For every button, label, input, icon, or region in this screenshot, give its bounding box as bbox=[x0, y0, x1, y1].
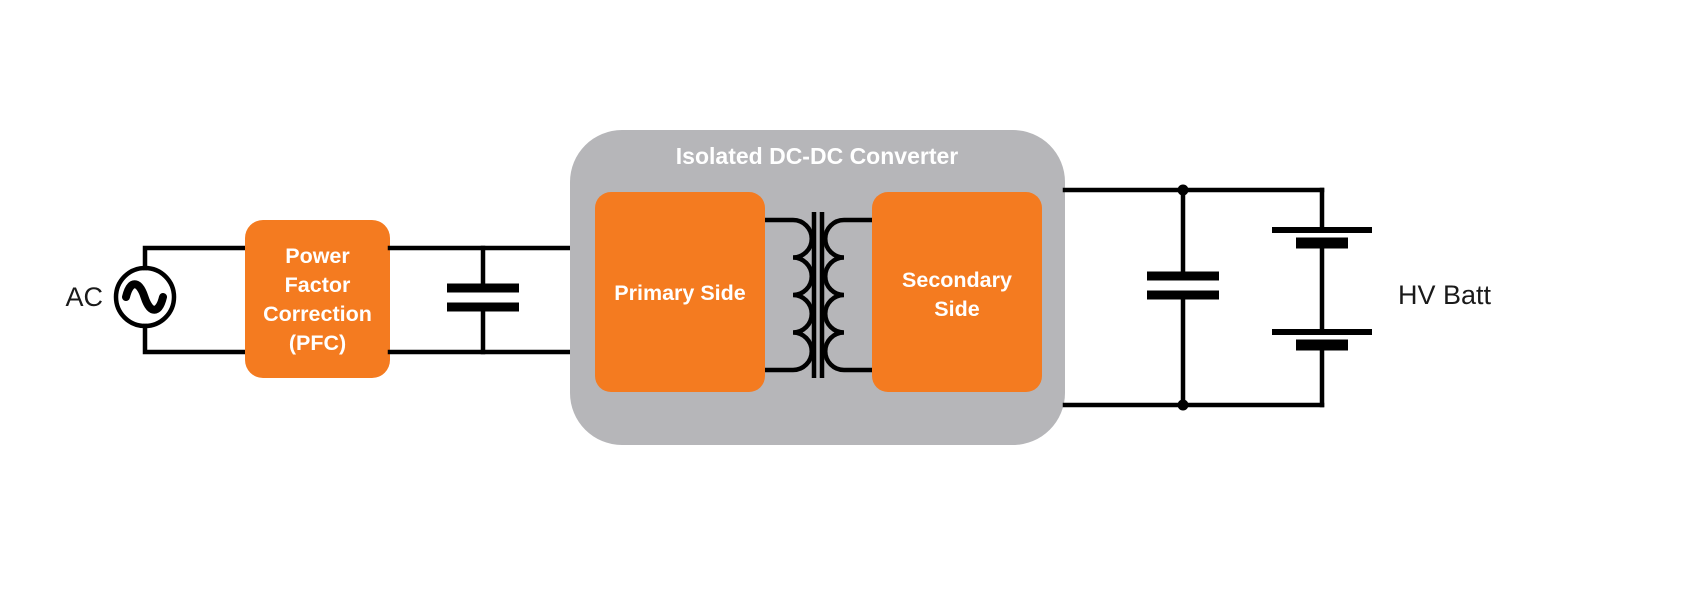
sine-wave-icon bbox=[122, 280, 167, 314]
pfc-block: Power Factor Correction (PFC) bbox=[245, 220, 390, 378]
battery-icon bbox=[1272, 187, 1372, 408]
secondary-side-block: Secondary Side bbox=[872, 192, 1042, 392]
secondary-side-label-line2: Side bbox=[934, 297, 979, 321]
hv-batt-label: HV Batt bbox=[1398, 280, 1492, 310]
transformer-secondary-winding bbox=[823, 217, 872, 373]
secondary-side-box bbox=[872, 192, 1042, 392]
primary-side-block: Primary Side bbox=[595, 192, 765, 392]
primary-side-box bbox=[595, 192, 765, 392]
dcdc-converter-block: Isolated DC-DC Converter Primary Side Se… bbox=[570, 130, 1065, 445]
pfc-label-line1: Power bbox=[285, 244, 350, 268]
transformer-primary-winding bbox=[765, 217, 814, 373]
wire-ac-to-pfc-bottom bbox=[142, 323, 248, 355]
pfc-label-line3: Correction bbox=[263, 302, 372, 326]
pfc-label-line2: Factor bbox=[285, 273, 351, 297]
converter-title: Isolated DC-DC Converter bbox=[676, 143, 958, 169]
ac-label: AC bbox=[65, 282, 103, 312]
pfc-box bbox=[245, 220, 390, 378]
transformer-icon bbox=[765, 212, 872, 378]
primary-side-label: Primary Side bbox=[614, 281, 745, 305]
dc-link-capacitor bbox=[447, 245, 519, 355]
pfc-label-line4: (PFC) bbox=[289, 331, 346, 355]
secondary-side-label-line1: Secondary bbox=[902, 268, 1012, 292]
wire-ac-to-pfc-top bbox=[142, 245, 248, 271]
output-capacitor bbox=[1147, 187, 1219, 408]
